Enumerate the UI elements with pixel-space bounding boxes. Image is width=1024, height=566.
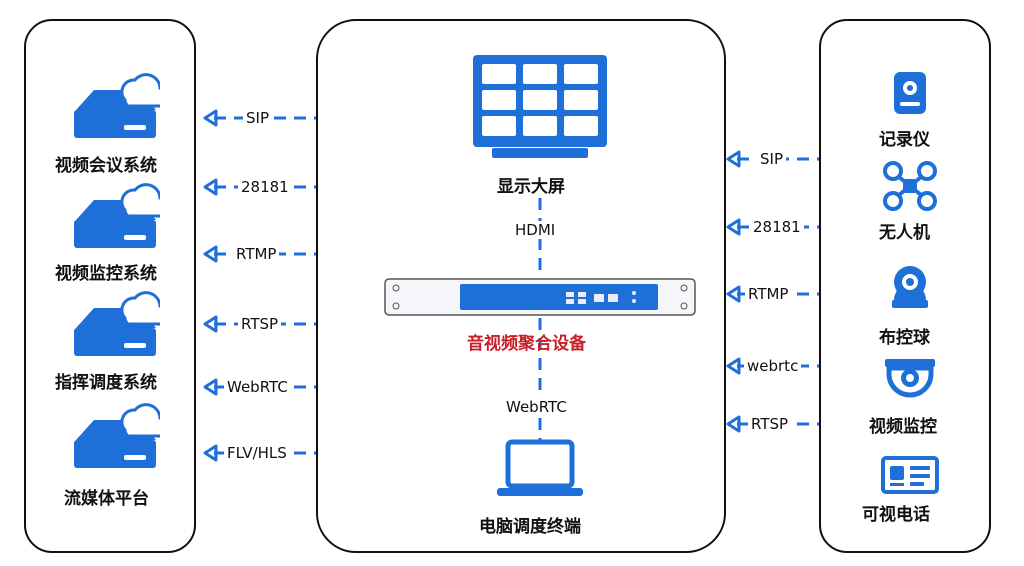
terminal-label: 电脑调度终端 bbox=[479, 517, 581, 537]
left-system-label: 视频会议系统 bbox=[55, 156, 157, 176]
arrow-left-6 bbox=[203, 444, 218, 462]
arrow-left-5 bbox=[203, 378, 218, 396]
arrow-left-2 bbox=[203, 178, 218, 196]
protocol-label: WebRTC bbox=[224, 378, 291, 396]
webrtc-label: WebRTC bbox=[503, 398, 570, 416]
drone-icon bbox=[883, 161, 937, 211]
right-device-label: 记录仪 bbox=[879, 130, 930, 150]
dome-camera-icon bbox=[885, 359, 935, 398]
hdmi-label: HDMI bbox=[512, 221, 559, 239]
video-phone-icon bbox=[881, 456, 939, 494]
server-cloud-icon bbox=[74, 291, 160, 356]
server-cloud-icon bbox=[74, 403, 160, 468]
server-cloud-icon bbox=[74, 73, 160, 138]
arrow-right-4 bbox=[726, 357, 741, 375]
protocol-label: FLV/HLS bbox=[224, 444, 290, 462]
protocol-label: RTMP bbox=[745, 285, 792, 303]
left-system-label: 指挥调度系统 bbox=[55, 373, 157, 393]
protocol-label: SIP bbox=[243, 109, 272, 127]
right-device-label: 布控球 bbox=[879, 328, 930, 348]
bodycam-icon bbox=[894, 72, 926, 114]
arrow-right-2 bbox=[726, 218, 741, 236]
protocol-label: RTSP bbox=[748, 415, 792, 433]
left-system-label: 视频监控系统 bbox=[55, 264, 157, 284]
server-cloud-icon bbox=[74, 183, 160, 248]
arrow-right-1 bbox=[726, 150, 741, 168]
arrow-left-3 bbox=[203, 245, 218, 263]
protocol-label: RTMP bbox=[233, 245, 280, 263]
device-label: 音视频聚合设备 bbox=[467, 334, 586, 354]
arrow-right-5 bbox=[726, 415, 741, 433]
arrow-left-4 bbox=[203, 315, 218, 333]
protocol-label: SIP bbox=[757, 150, 786, 168]
ptz-ball-camera-icon bbox=[892, 266, 928, 308]
protocol-label: RTSP bbox=[238, 315, 282, 333]
arrow-left-1 bbox=[203, 109, 218, 127]
arrow-right-3 bbox=[726, 285, 741, 303]
right-device-label: 无人机 bbox=[879, 223, 930, 243]
protocol-label: 28181 bbox=[238, 178, 292, 196]
protocol-label: webrtc bbox=[744, 357, 802, 375]
right-device-label: 视频监控 bbox=[869, 417, 937, 437]
aggregation-device-icon bbox=[384, 278, 696, 316]
display-screen-icon bbox=[473, 55, 607, 158]
display-label: 显示大屏 bbox=[497, 177, 565, 197]
protocol-label: 28181 bbox=[750, 218, 804, 236]
left-system-label: 流媒体平台 bbox=[64, 489, 149, 509]
laptop-icon bbox=[497, 439, 583, 496]
right-device-label: 可视电话 bbox=[862, 505, 930, 525]
